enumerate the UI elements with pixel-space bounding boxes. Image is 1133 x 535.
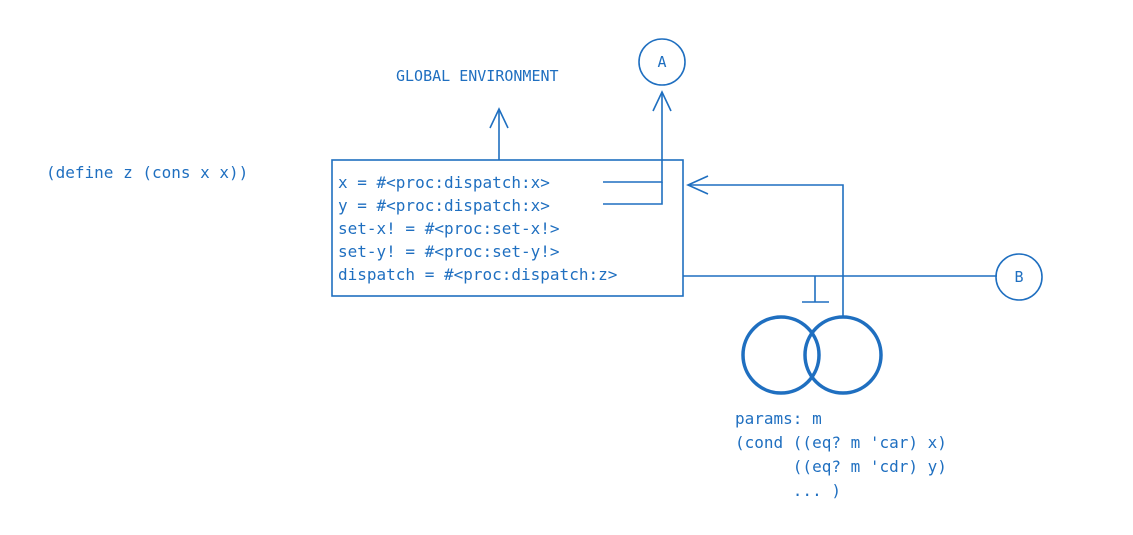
- procedure-params: params: m: [735, 409, 822, 428]
- binding-set-x: set-x! = #<proc:set-x!>: [338, 219, 560, 238]
- procedure-body-line-2: ((eq? m 'cdr) y): [735, 457, 947, 476]
- connector-to-procedure: [802, 276, 829, 303]
- global-env-label: GLOBAL ENVIRONMENT: [396, 67, 559, 85]
- marker-b: B: [995, 253, 1043, 301]
- procedure-env-circle: [803, 315, 883, 395]
- binding-x: x = #<proc:dispatch:x>: [338, 173, 550, 192]
- marker-b-label: B: [1014, 268, 1023, 286]
- define-expression: (define z (cons x x)): [46, 163, 248, 182]
- pointer-y-to-a: [603, 182, 663, 205]
- procedure-body-line-3: ... ): [735, 481, 841, 500]
- binding-set-y: set-y! = #<proc:set-y!>: [338, 242, 560, 261]
- procedure-params-circle: [741, 315, 821, 395]
- marker-a-label: A: [657, 53, 666, 71]
- pointer-x-to-a: [603, 90, 672, 183]
- environment-frame: [331, 159, 684, 297]
- procedure-env-pointer: [686, 175, 844, 317]
- arrow-to-global-env: [489, 107, 509, 160]
- binding-y: y = #<proc:dispatch:x>: [338, 196, 550, 215]
- marker-a: A: [638, 38, 686, 86]
- procedure-body-line-1: (cond ((eq? m 'car) x): [735, 433, 947, 452]
- binding-dispatch: dispatch = #<proc:dispatch:z>: [338, 265, 617, 284]
